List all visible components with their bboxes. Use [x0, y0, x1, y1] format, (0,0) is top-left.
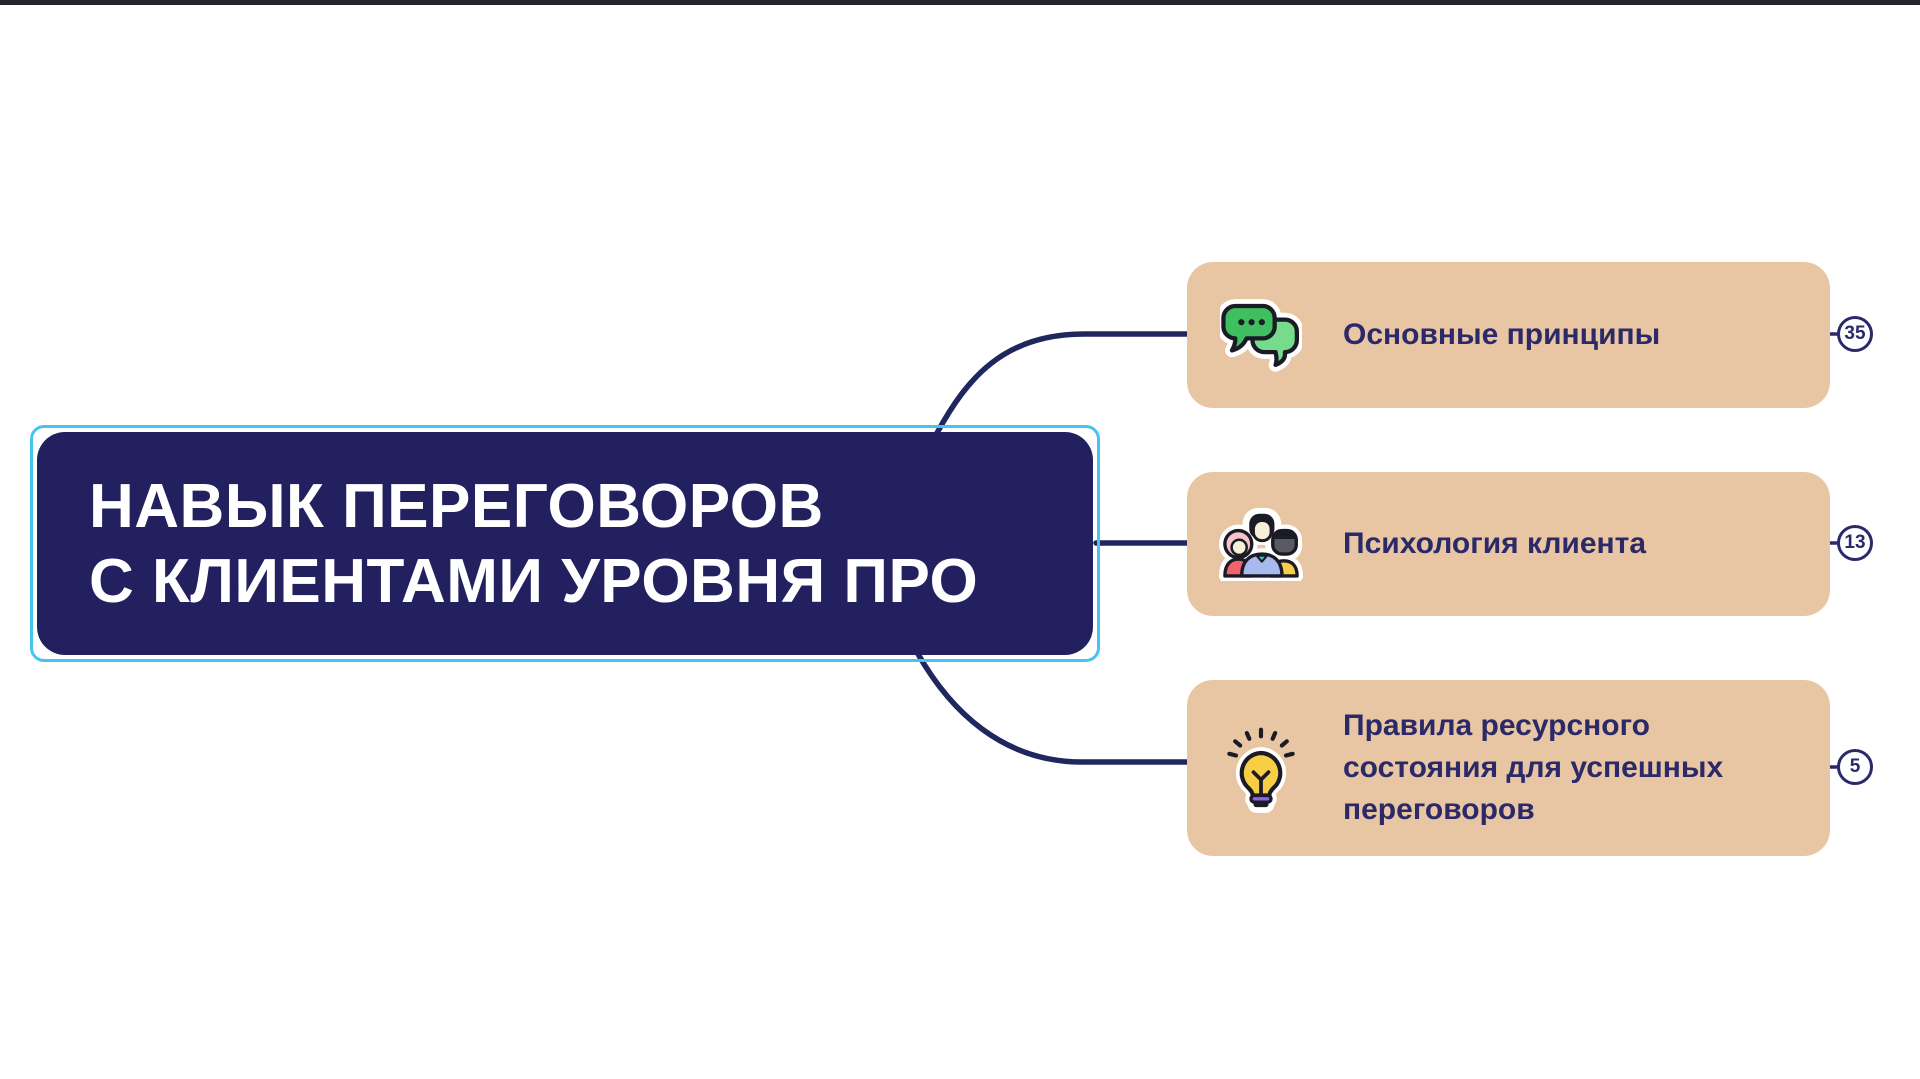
lightbulb-icon	[1219, 723, 1303, 813]
branch-label: Правила ресурсного состояния для успешны…	[1343, 709, 1724, 826]
connector-branch-3	[915, 651, 1196, 765]
chat-bubbles-icon	[1219, 298, 1303, 372]
branch-node-osnovnye-principy[interactable]: Основные принципы	[1187, 262, 1830, 408]
collapsed-children-badge[interactable]: 13	[1837, 525, 1873, 561]
collapsed-children-badge[interactable]: 35	[1837, 316, 1873, 352]
branch-node-pravila-resursnogo-sostoyaniya[interactable]: Правила ресурсного состояния для успешны…	[1187, 680, 1830, 856]
collapsed-children-badge[interactable]: 5	[1837, 749, 1873, 785]
people-group-icon	[1219, 507, 1303, 581]
main-topic-title: НАВЫК ПЕРЕГОВОРОВ С КЛИЕНТАМИ УРОВНЯ ПРО	[89, 471, 979, 616]
connector-branch-1	[934, 331, 1196, 436]
window-top-edge	[0, 0, 1920, 5]
branch-label: Основные принципы	[1343, 318, 1661, 351]
main-topic-node[interactable]: НАВЫК ПЕРЕГОВОРОВ С КЛИЕНТАМИ УРОВНЯ ПРО	[30, 425, 1100, 662]
branch-node-psihologiya-klienta[interactable]: Психология клиента	[1187, 472, 1830, 616]
branch-label: Психология клиента	[1343, 527, 1647, 560]
